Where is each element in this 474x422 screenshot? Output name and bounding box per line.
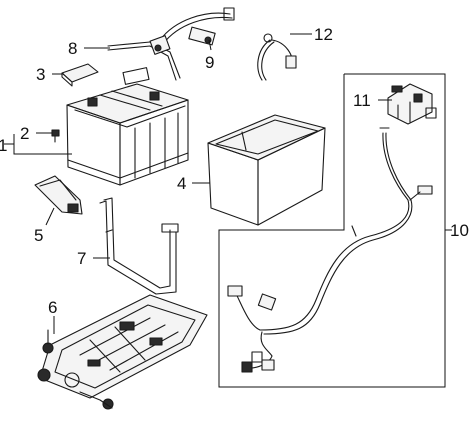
bolt (51, 129, 60, 143)
callout-7: 7 (77, 249, 86, 268)
battery (66, 83, 189, 186)
callout-6: 6 (48, 298, 57, 317)
callout-1: 1 (0, 136, 7, 155)
callout-8: 8 (68, 39, 77, 58)
battery-tray-box (207, 114, 326, 226)
callout-11: 11 (353, 91, 371, 110)
callout-12: 12 (314, 25, 333, 44)
callout-9: 9 (205, 53, 214, 72)
wiring-harness (227, 127, 433, 373)
inset-frame (218, 73, 452, 388)
callout-4: 4 (177, 174, 186, 193)
positive-cable (149, 7, 235, 55)
leader-lines (4, 33, 392, 334)
support-bracket (34, 175, 83, 215)
ground-cable (257, 33, 297, 81)
callout-3: 3 (36, 65, 45, 84)
callout-2: 2 (20, 124, 29, 143)
callout-5: 5 (34, 226, 43, 245)
callout-10: 10 (450, 221, 469, 240)
connector-block (387, 83, 437, 125)
mounting-bracket (99, 197, 179, 295)
base-tray (37, 294, 208, 410)
terminal-cover (61, 63, 99, 87)
